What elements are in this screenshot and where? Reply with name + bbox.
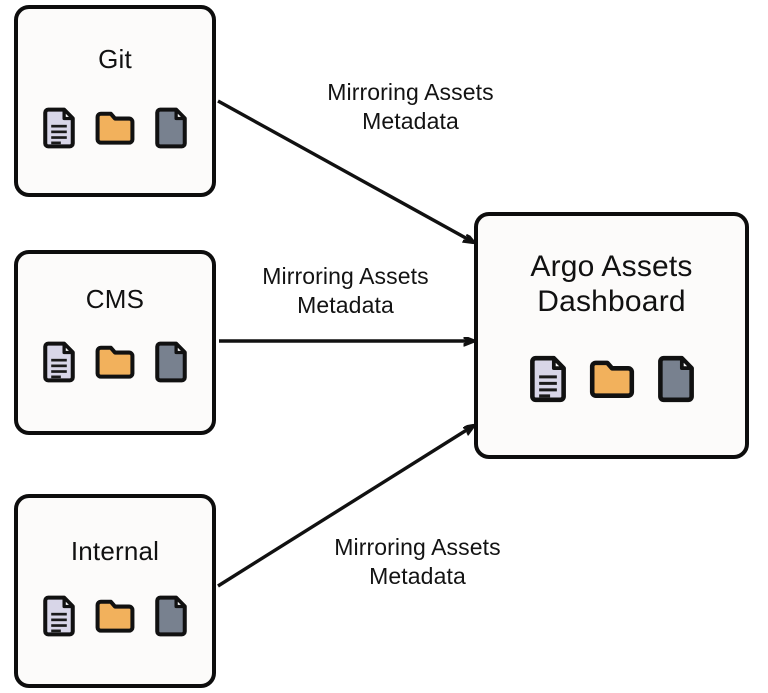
edge-label-git-to-dashboard: Mirroring Assets Metadata — [327, 79, 494, 135]
node-dashboard-title: Argo Assets Dashboard — [530, 250, 693, 318]
folder-icon — [95, 599, 135, 633]
node-internal[interactable]: Internal — [14, 494, 216, 688]
node-cms[interactable]: CMS — [14, 250, 216, 435]
document-plain-icon — [155, 107, 187, 149]
edge-git-to-dashboard — [217, 99, 473, 242]
node-cms-icon-row — [18, 340, 212, 384]
document-plain-icon — [657, 355, 694, 403]
node-git-icon-row — [18, 106, 212, 150]
edge-label-cms-to-dashboard: Mirroring Assets Metadata — [262, 263, 429, 319]
document-lines-icon — [43, 341, 75, 383]
node-cms-title: CMS — [85, 284, 145, 314]
edge-label-internal-to-dashboard: Mirroring Assets Metadata — [334, 534, 501, 590]
node-dashboard[interactable]: Argo Assets Dashboard — [474, 212, 749, 459]
document-plain-icon — [155, 341, 187, 383]
node-git-title: Git — [98, 44, 132, 74]
document-lines-icon — [43, 595, 75, 637]
folder-icon — [95, 345, 135, 379]
document-lines-icon — [529, 355, 566, 403]
document-plain-icon — [155, 595, 187, 637]
folder-icon — [95, 111, 135, 145]
node-internal-icon-row — [18, 594, 212, 638]
node-internal-title: Internal — [70, 536, 160, 566]
folder-icon — [589, 360, 634, 398]
node-dashboard-icon-row — [478, 354, 745, 404]
edge-internal-to-dashboard — [217, 426, 473, 588]
document-lines-icon — [43, 107, 75, 149]
node-git[interactable]: Git — [14, 5, 216, 197]
